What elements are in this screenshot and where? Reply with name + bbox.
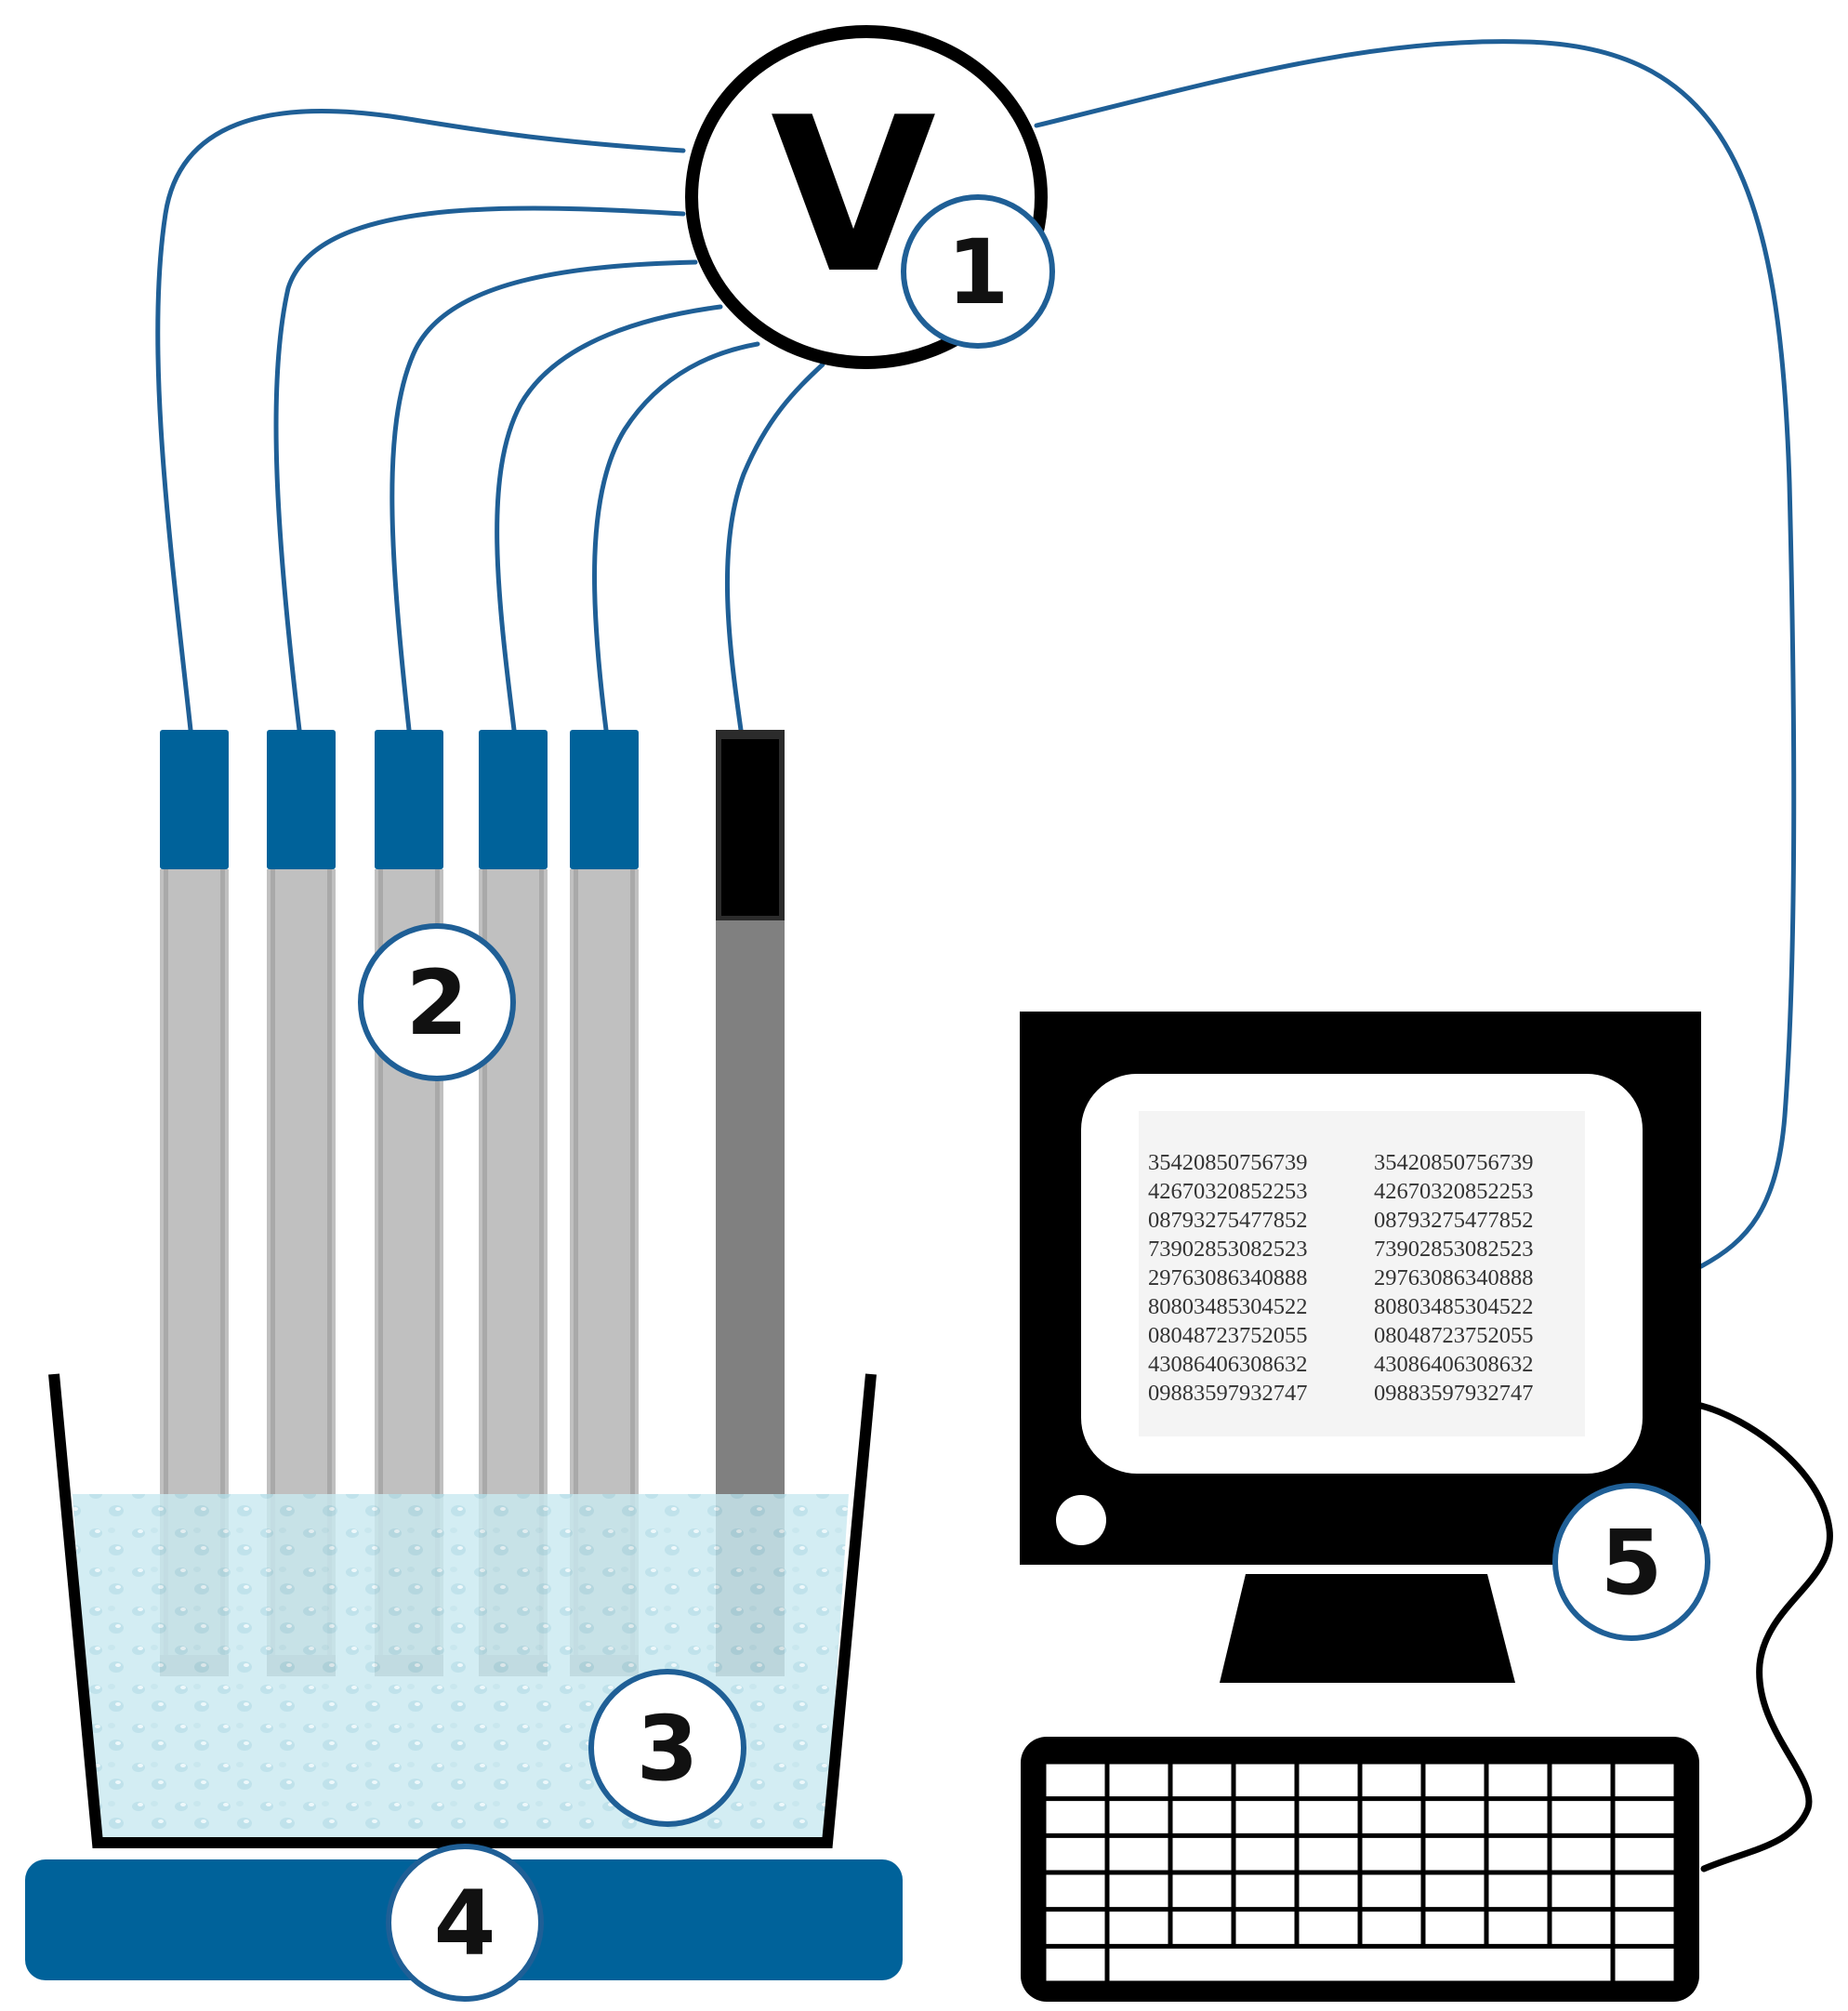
electrode-edge-right [220, 869, 225, 1676]
screen-line: 35420850756739 [1148, 1150, 1308, 1175]
electrode-edge-left [574, 869, 578, 1676]
label-2: 2 [358, 923, 516, 1081]
electrode-cap [375, 730, 443, 869]
power-button [1056, 1495, 1106, 1545]
computer: 35420850756739 42670320852253 087932754778… [1020, 1012, 1701, 2002]
electrode-edge-left [164, 869, 168, 1676]
electrode-edge-right [327, 869, 332, 1676]
screen-line: 35420850756739 [1374, 1150, 1534, 1175]
screen-line: 43086406308632 [1148, 1352, 1308, 1377]
electrode-cap [570, 730, 639, 869]
electrode-edge-right [539, 869, 544, 1676]
cable-keyboard [1697, 1402, 1833, 1872]
screen-line: 08793275477852 [1148, 1208, 1308, 1233]
wire-electrode-5 [592, 341, 760, 733]
monitor-stand [1220, 1574, 1515, 1683]
screen-line: 73902853082523 [1374, 1237, 1534, 1262]
electrode-cap [160, 730, 229, 869]
label-2-ring [358, 923, 516, 1081]
label-4-ring [386, 1844, 544, 2002]
wires [155, 39, 1833, 1872]
screen-line: 43086406308632 [1374, 1352, 1534, 1377]
wire-electrode-3 [389, 259, 698, 733]
wire-electrode-4 [495, 304, 723, 733]
electrode-edge-right [435, 869, 440, 1676]
reference-electrode-cap [721, 739, 779, 916]
wire-electrode-2 [273, 205, 686, 733]
label-4: 4 [386, 1844, 544, 2002]
screen-line: 08048723752055 [1148, 1323, 1308, 1348]
electrode-cap [479, 730, 548, 869]
electrode-edge-left [271, 869, 275, 1676]
screen-line: 08793275477852 [1374, 1208, 1534, 1233]
label-2-text: 2 [406, 951, 469, 1055]
screen-text-area [1139, 1111, 1585, 1436]
label-5-ring [1552, 1483, 1710, 1641]
label-3-text: 3 [637, 1697, 699, 1801]
electrode-edge-left [378, 869, 383, 1676]
label-3-ring [588, 1669, 746, 1827]
electrode-edge-left [482, 869, 487, 1676]
screen-line: 09883597932747 [1374, 1381, 1534, 1406]
screen-data: 35420850756739 42670320852253 087932754778… [1148, 1150, 1534, 1406]
screen-line: 08048723752055 [1374, 1323, 1534, 1348]
electrode-edge-right [630, 869, 635, 1676]
screen-line: 09883597932747 [1148, 1381, 1308, 1406]
screen-line: 42670320852253 [1374, 1179, 1534, 1204]
screen-line: 29763086340888 [1374, 1265, 1534, 1290]
screen-line: 42670320852253 [1148, 1179, 1308, 1204]
wire-reference [724, 362, 825, 733]
wire-electrode-1 [155, 109, 686, 733]
label-1-text: 1 [947, 220, 1010, 324]
screen-line: 73902853082523 [1148, 1237, 1308, 1262]
electrode-cap [267, 730, 336, 869]
label-5: 5 [1552, 1483, 1710, 1641]
label-3: 3 [588, 1669, 746, 1827]
label-4-text: 4 [434, 1872, 496, 1976]
keyboard-keys [1041, 1759, 1679, 1986]
screen-line: 29763086340888 [1148, 1265, 1308, 1290]
label-1-ring [901, 194, 1055, 349]
labels: 1 2 3 4 5 [358, 194, 1710, 2002]
beaker-walls [48, 1373, 877, 1848]
keyboard-key-border [1041, 1759, 1679, 1986]
wire-voltmeter-computer [1034, 39, 1797, 1269]
label-1: 1 [901, 194, 1055, 349]
label-5-text: 5 [1601, 1511, 1663, 1615]
screen-line: 80803485304522 [1148, 1294, 1308, 1319]
screen-line: 80803485304522 [1374, 1294, 1534, 1319]
